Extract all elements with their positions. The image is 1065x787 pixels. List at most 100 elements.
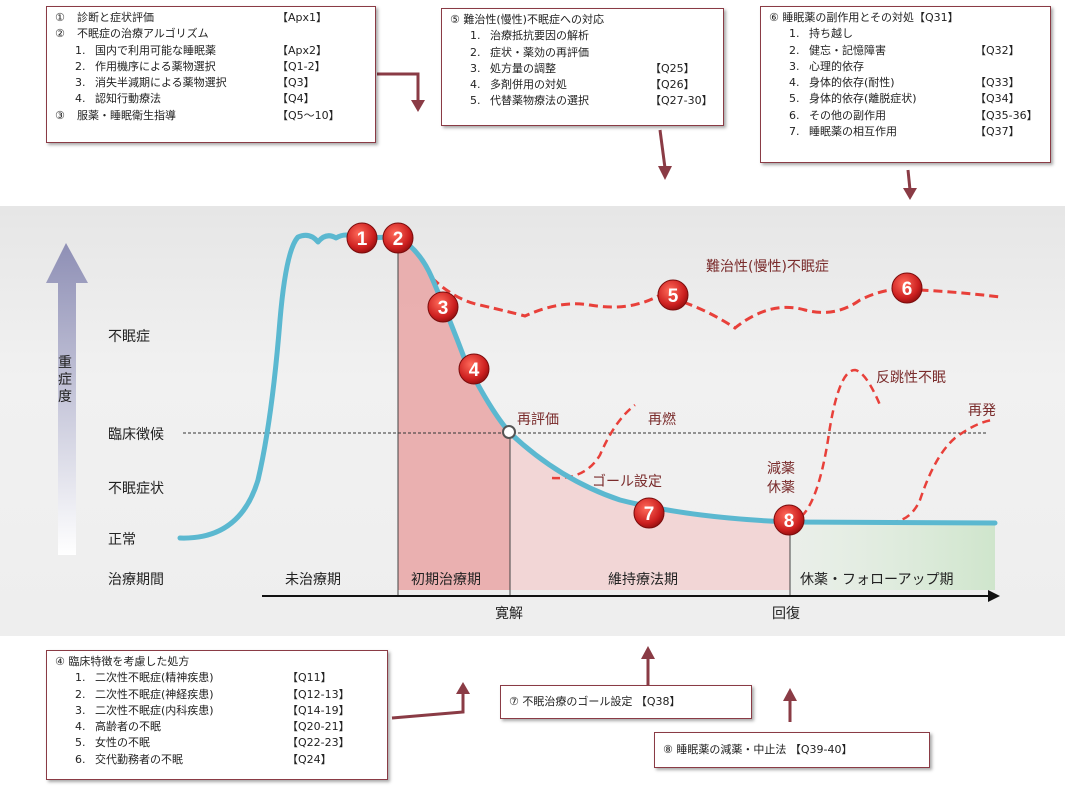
list-item: 5.代替薬物療法の選択【Q27-30】 bbox=[450, 93, 715, 109]
list-item: 3. 消失半減期による薬物選択 【Q3】 bbox=[55, 75, 367, 91]
level-symptoms: 不眠症状 bbox=[108, 481, 164, 497]
list-item-number: 1. bbox=[470, 29, 481, 43]
severity-label: 重 症 度 bbox=[58, 355, 72, 405]
phase-initial-fill bbox=[398, 237, 510, 590]
list-item-number: 1. bbox=[75, 671, 86, 685]
marker-2 bbox=[382, 222, 414, 254]
list-item-text: 認知行動療法 bbox=[95, 92, 161, 106]
list-item-ref: 【Q3】 bbox=[277, 76, 315, 90]
list-item-ref: 【Q26】 bbox=[650, 78, 695, 92]
list-item-number: 1. bbox=[75, 43, 86, 57]
list-item: 4.身体的依存(耐性)【Q33】 bbox=[769, 75, 1042, 91]
list-item-ref: 【Q27-30】 bbox=[650, 94, 713, 108]
annotation-relapse-early: 再燃 bbox=[648, 412, 676, 428]
list-item-number: 2. bbox=[470, 45, 481, 59]
annotation-goal: ゴール設定 bbox=[592, 474, 662, 490]
list-item-ref: 【Q4】 bbox=[277, 92, 315, 106]
time-axis-arrowhead bbox=[988, 590, 1000, 602]
marker-6-label: 6 bbox=[902, 279, 913, 300]
box-goal-text: ⑦ 不眠治療のゴール設定 【Q38】 bbox=[509, 695, 681, 708]
list-item-ref: 【Q12-13】 bbox=[287, 687, 350, 701]
list-item-text: 健忘・記憶障害 bbox=[809, 43, 886, 57]
box-goal-setting: ⑦ 不眠治療のゴール設定 【Q38】 bbox=[500, 685, 752, 719]
list-item-text: 処方量の調整 bbox=[490, 61, 556, 75]
list-item-ref: 【Q34】 bbox=[975, 92, 1020, 106]
connector-arrow-5 bbox=[658, 129, 667, 169]
marker-1-label: 1 bbox=[357, 229, 368, 250]
list-item-number: 6. bbox=[75, 752, 86, 766]
marker-2-label: 2 bbox=[393, 229, 404, 250]
marker-3 bbox=[427, 291, 459, 323]
list-item-text: 睡眠薬の相互作用 bbox=[809, 125, 897, 139]
list-item-text: 心理的依存 bbox=[809, 59, 864, 73]
list-item-number: 4. bbox=[75, 92, 86, 106]
marker-4 bbox=[458, 353, 490, 385]
list-item-number: 6. bbox=[789, 108, 800, 122]
list-item: 6.交代勤務者の不眠【Q24】 bbox=[55, 752, 379, 768]
list-item-text: 作用機序による薬物選択 bbox=[95, 59, 216, 73]
list-item: 2.二次性不眠症(神経疾患)【Q12-13】 bbox=[55, 687, 379, 703]
reevaluation-point bbox=[502, 425, 516, 439]
list-item-ref: 【Q5～10】 bbox=[277, 108, 340, 122]
connector-arrow-6 bbox=[906, 169, 912, 191]
annotation-refractory: 難治性(慢性)不眠症 bbox=[706, 259, 829, 275]
list-item-number: 4. bbox=[470, 78, 481, 92]
list-item: 3.二次性不眠症(内科疾患)【Q14-19】 bbox=[55, 703, 379, 719]
box-clinical-title: ④ 臨床特徴を考慮した処方 bbox=[55, 655, 190, 668]
list-item-text: 国内で利用可能な睡眠薬 bbox=[95, 43, 216, 57]
list-item-ref: 【Q33】 bbox=[975, 76, 1020, 90]
list-item-text: 二次性不眠症(精神疾患) bbox=[95, 671, 214, 685]
refractory-dashed-curve bbox=[430, 276, 1001, 330]
list-item: 2.症状・薬効の再評価 bbox=[450, 45, 715, 61]
annotation-taper-2: 休薬 bbox=[767, 480, 795, 496]
list-item-number: ③ bbox=[55, 108, 65, 122]
marker-7-label: 7 bbox=[644, 504, 655, 525]
milestone-remission: 寛解 bbox=[495, 606, 523, 622]
phase-maintenance: 維持療法期 bbox=[608, 572, 678, 588]
annotation-rebound: 反跳性不眠 bbox=[876, 370, 946, 386]
marker-7 bbox=[633, 497, 665, 529]
list-item-text: 交代勤務者の不眠 bbox=[95, 752, 183, 766]
treatment-period-label: 治療期間 bbox=[108, 572, 164, 588]
list-item-text: 身体的依存(離脱症状) bbox=[809, 92, 917, 106]
list-item-text: その他の副作用 bbox=[809, 108, 886, 122]
list-item-number: 3. bbox=[75, 703, 86, 717]
box-tapering: ⑧ 睡眠薬の減薬・中止法 【Q39-40】 bbox=[654, 732, 930, 768]
list-item-number: 2. bbox=[75, 687, 86, 701]
phase-followup-fill bbox=[790, 522, 995, 590]
list-item-number: 3. bbox=[75, 76, 86, 90]
annotation-recurrence: 再発 bbox=[968, 403, 996, 419]
list-item-text: 女性の不眠 bbox=[95, 736, 150, 750]
list-item-number: 5. bbox=[75, 736, 86, 750]
list-item-text: 高齢者の不眠 bbox=[95, 720, 161, 734]
list-item-ref: 【Q20-21】 bbox=[287, 720, 350, 734]
list-item: 1.二次性不眠症(精神疾患)【Q11】 bbox=[55, 670, 379, 686]
relapse-early-dashed-curve bbox=[551, 404, 636, 480]
list-item: 3.心理的依存 bbox=[769, 59, 1042, 75]
connector-arrow-1 bbox=[377, 72, 420, 104]
list-item: 4. 認知行動療法 【Q4】 bbox=[55, 91, 367, 107]
list-item-text: 不眠症の治療アルゴリズム bbox=[77, 27, 209, 41]
list-item-text: 消失半減期による薬物選択 bbox=[95, 76, 227, 90]
level-insomnia: 不眠症 bbox=[108, 329, 150, 345]
list-item: 2.健忘・記憶障害【Q32】 bbox=[769, 43, 1042, 59]
phase-initial: 初期治療期 bbox=[411, 572, 481, 588]
marker-8-label: 8 bbox=[784, 511, 795, 532]
list-item: 1.治療抵抗要因の解析 bbox=[450, 28, 715, 44]
phase-followup: 休薬・フォローアップ期 bbox=[800, 572, 954, 588]
list-item-ref: 【Q32】 bbox=[975, 43, 1020, 57]
list-item-number: 5. bbox=[789, 92, 800, 106]
list-item-number: 4. bbox=[75, 720, 86, 734]
list-item-ref: 【Q22-23】 bbox=[287, 736, 350, 750]
list-item-ref: 【Apx1】 bbox=[277, 11, 328, 24]
box-taper-text: ⑧ 睡眠薬の減薬・中止法 【Q39-40】 bbox=[663, 743, 853, 756]
list-item-number: 2. bbox=[75, 59, 86, 73]
list-item-ref: 【Q35-36】 bbox=[975, 108, 1038, 122]
list-item-text: 二次性不眠症(内科疾患) bbox=[95, 703, 214, 717]
list-item-number: 7. bbox=[789, 125, 800, 139]
list-item-ref: 【Q37】 bbox=[975, 125, 1020, 139]
